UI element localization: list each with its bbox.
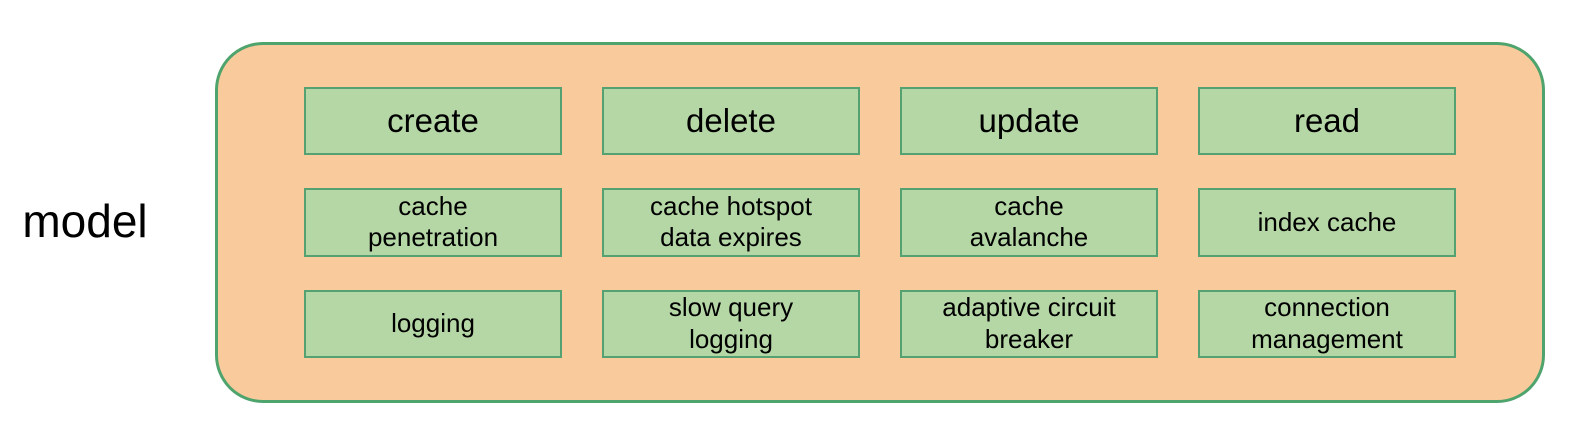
box-delete: delete	[602, 87, 860, 156]
model-group-container: create delete update read cache penetrat…	[215, 42, 1545, 403]
model-label: model	[22, 195, 148, 247]
box-update: update	[900, 87, 1158, 156]
box-slow-query-logging: slow query logging	[602, 289, 860, 358]
box-index-cache: index cache	[1198, 188, 1456, 257]
box-cache-hotspot-data-expires: cache hotspot data expires	[602, 188, 860, 257]
box-adaptive-circuit-breaker: adaptive circuit breaker	[900, 289, 1158, 358]
box-cache-avalanche: cache avalanche	[900, 188, 1158, 257]
box-connection-management: connection management	[1198, 289, 1456, 358]
box-logging: logging	[304, 289, 562, 358]
box-read: read	[1198, 87, 1456, 156]
box-cache-penetration: cache penetration	[304, 188, 562, 257]
box-create: create	[304, 87, 562, 156]
